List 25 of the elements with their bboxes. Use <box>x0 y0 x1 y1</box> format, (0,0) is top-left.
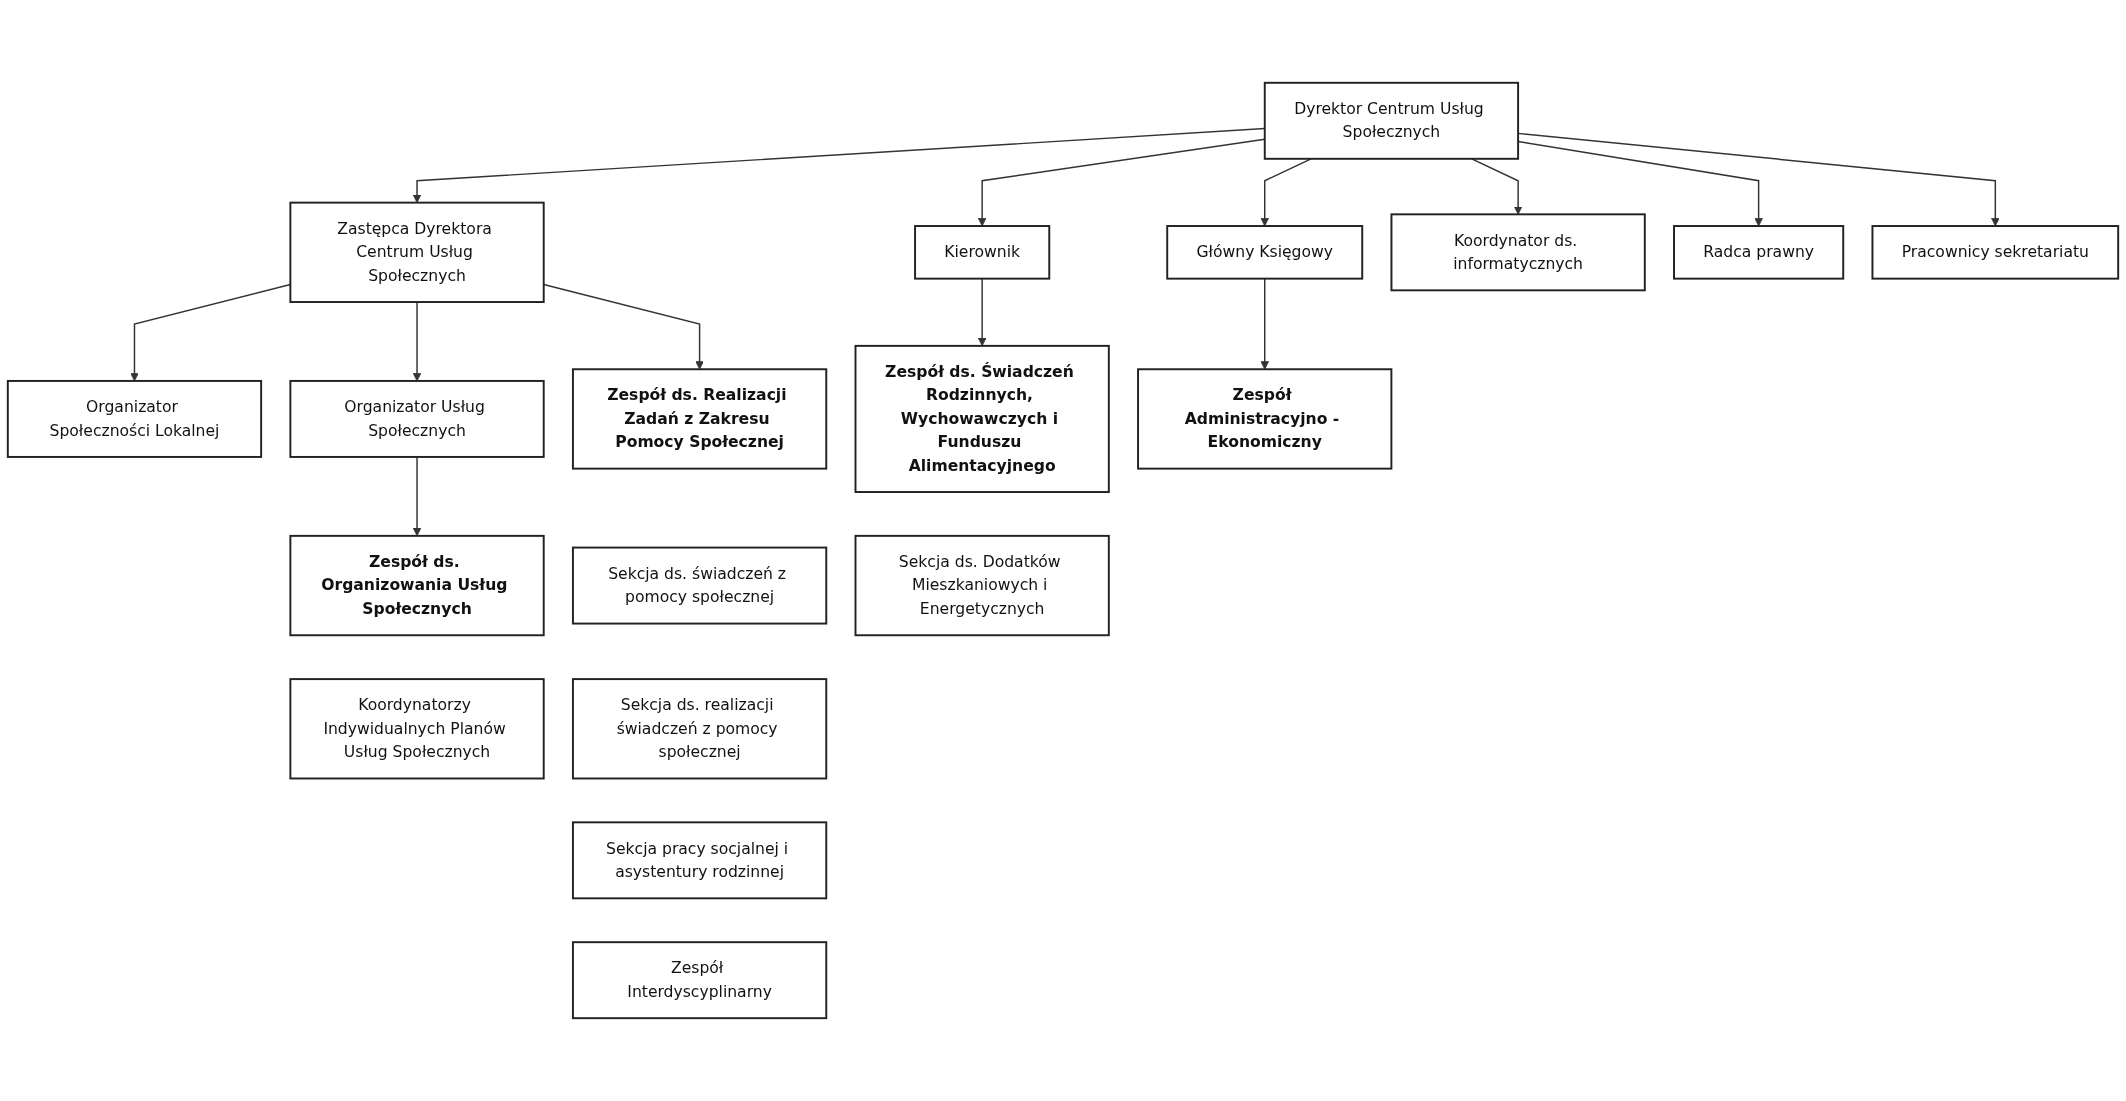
arrow <box>412 301 422 382</box>
node-box: Zespół Interdyscyplinarny <box>571 941 828 1020</box>
node-box: Organizator Społeczności Lokalnej <box>6 380 263 458</box>
node-box: Sekcja pracy socjalnej i asystentury rodzinnej <box>571 821 828 900</box>
node-box: Sekcja ds. realizacji świadczeń z pomocy społecznej <box>571 678 828 780</box>
node-box: Dyrektor Centrum Usług Społecznych <box>1263 81 1520 160</box>
arrow <box>1260 277 1269 370</box>
arrow <box>1260 158 1312 227</box>
arrow <box>1471 158 1523 215</box>
arrow <box>977 277 987 347</box>
node-box: Koordynator ds. informatycznych <box>1390 213 1646 292</box>
node-box: Zastępca Dyrektora Centrum Usług Społecznych <box>289 201 545 303</box>
node-box: Kierownik <box>914 225 1051 280</box>
node-box: Główny Księgowy <box>1166 225 1364 280</box>
node-box: Pracownicy sekretariatu <box>1871 225 2120 280</box>
node-box: Radca prawny <box>1673 225 1845 280</box>
node-box: Zespół ds. Organizowania Usług Społecznych <box>289 534 545 637</box>
node-box: Organizator Usług Społecznych <box>289 380 545 458</box>
node-box: Sekcja ds. Dodatków Mieszkaniowych i Energetycznych <box>854 534 1110 637</box>
node-box: Koordynatorzy Indywidualnych Planów Usług Społecznych <box>289 678 545 780</box>
node-box: Zespół ds. Świadczeń Rodzinnych, Wychowawczych i Funduszu Alimentacyjnego <box>854 344 1110 493</box>
node-box: Sekcja ds. świadczeń z pomocy społecznej <box>571 546 828 625</box>
node-box: Zespół Administracyjno - Ekonomiczny <box>1137 368 1393 470</box>
arrow <box>412 456 422 537</box>
node-box: Zespół ds. Realizacji Zadań z Zakresu Pomocy Społecznej <box>571 368 828 470</box>
